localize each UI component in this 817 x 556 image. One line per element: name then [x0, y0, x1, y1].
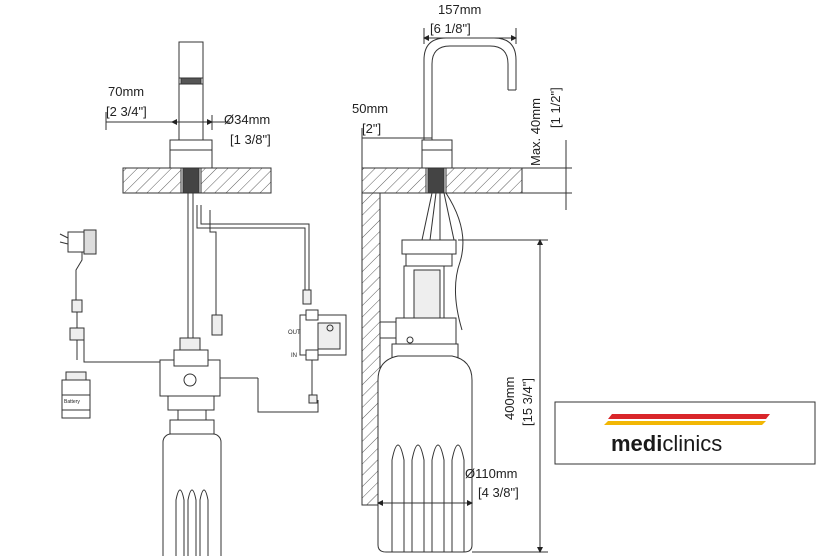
bottle-diameter-in: [4 3/8"]: [478, 485, 519, 500]
right-installation-diagram: [361, 28, 572, 553]
max-thickness: Max. 40mm: [528, 98, 543, 166]
height-mm: 400mm: [502, 377, 517, 420]
offset-in: [2"]: [362, 121, 381, 136]
logo-stripe-red: [608, 414, 770, 419]
max-thickness-in: [1 1/2"]: [548, 87, 563, 128]
brand-logo: mediclinics: [554, 401, 816, 465]
bottle-diameter-mm: Ø110mm: [465, 466, 518, 481]
left-installation-diagram: [59, 41, 347, 556]
logo-stripe-yellow: [604, 421, 766, 425]
battery-label: Battery: [64, 399, 80, 405]
body-width-mm: 70mm: [108, 84, 144, 99]
logo-brand-bold: medi: [611, 431, 662, 456]
spout-reach-mm: 157mm: [438, 2, 481, 17]
logo-brand-regular: clinics: [662, 431, 722, 456]
hole-diameter-mm: Ø34mm: [224, 112, 270, 127]
logo-text: mediclinics: [611, 431, 722, 456]
hole-diameter-in: [1 3/8"]: [230, 132, 271, 147]
spout-reach-in: [6 1/8"]: [430, 21, 471, 36]
mixer-out-label: OUT: [288, 330, 301, 336]
offset-mm: 50mm: [352, 101, 388, 116]
height-in: [15 3/4"]: [520, 378, 535, 426]
mixer-in-label: IN: [291, 353, 297, 359]
right-dimensions: 157mm [6 1/8"] 50mm [2"] Max. 40mm [1 1/…: [352, 2, 563, 500]
body-width-in: [2 3/4"]: [106, 104, 147, 119]
left-dimensions: 70mm [2 3/4"] Ø34mm [1 3/8"] OUT IN Batt…: [64, 84, 301, 405]
